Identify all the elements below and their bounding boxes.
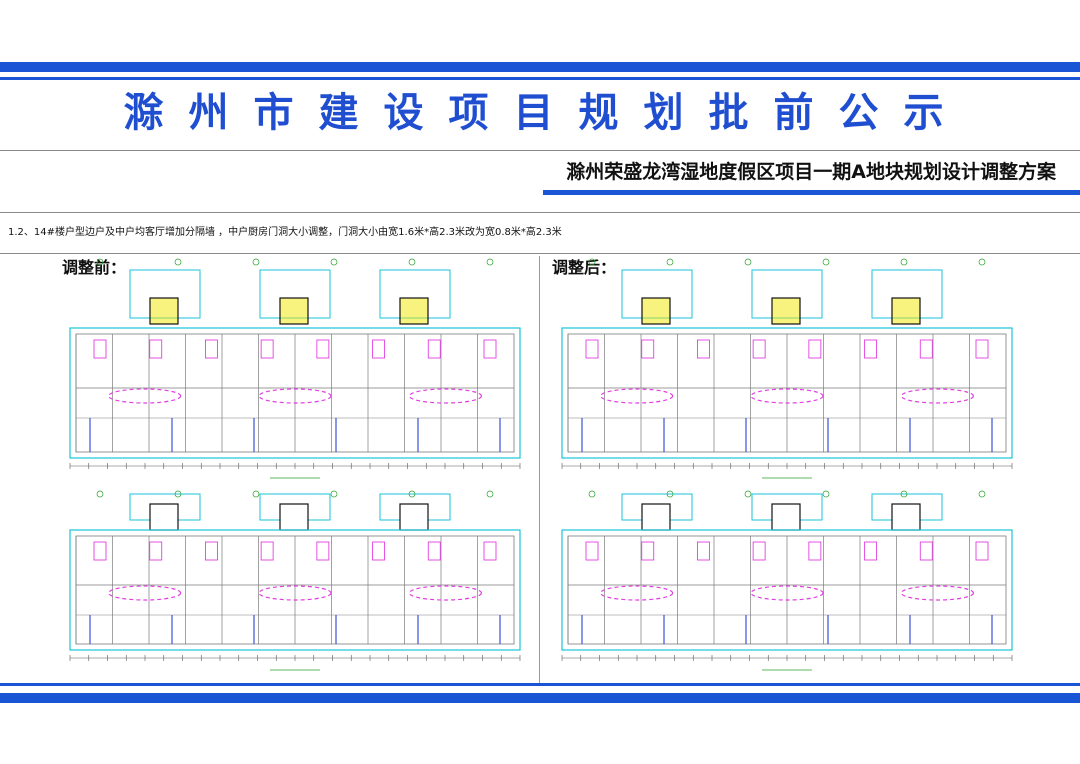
notice-bottom-rule [0, 253, 1080, 254]
notice-top-rule [0, 212, 1080, 213]
after-ground-floor-plan [552, 258, 1022, 480]
top-stripe-thick [0, 62, 1080, 72]
before-label: 调整前： [62, 258, 127, 277]
subtitle-underline [543, 190, 1080, 195]
bottom-stripe-thick [0, 693, 1080, 703]
title-rule [0, 150, 1080, 151]
after-typical-floor-plan-drawing [561, 490, 1013, 671]
after-label: 调整后： [552, 258, 617, 277]
before-ground-floor-plan [60, 258, 530, 480]
after-typical-floor-plan [552, 490, 1022, 672]
before-typical-floor-plan-drawing [69, 490, 521, 671]
page-title: 滁州市建设项目规划批前公示 [123, 90, 969, 136]
panel-divider [539, 256, 540, 684]
before-ground-floor-plan-drawing [69, 258, 521, 479]
top-stripe-thin [0, 77, 1080, 80]
bottom-stripe-thin [0, 683, 1080, 686]
before-typical-floor-plan [60, 490, 530, 672]
adjustment-notice: 1.2、14#楼户型边户及中户均客厅增加分隔墙 ，中户厨房门洞大小调整，门洞大小… [8, 227, 562, 238]
after-ground-floor-plan-drawing [561, 258, 1013, 479]
project-subtitle: 滁州荣盛龙湾湿地度假区项目一期A地块规划设计调整方案 [566, 161, 1056, 183]
